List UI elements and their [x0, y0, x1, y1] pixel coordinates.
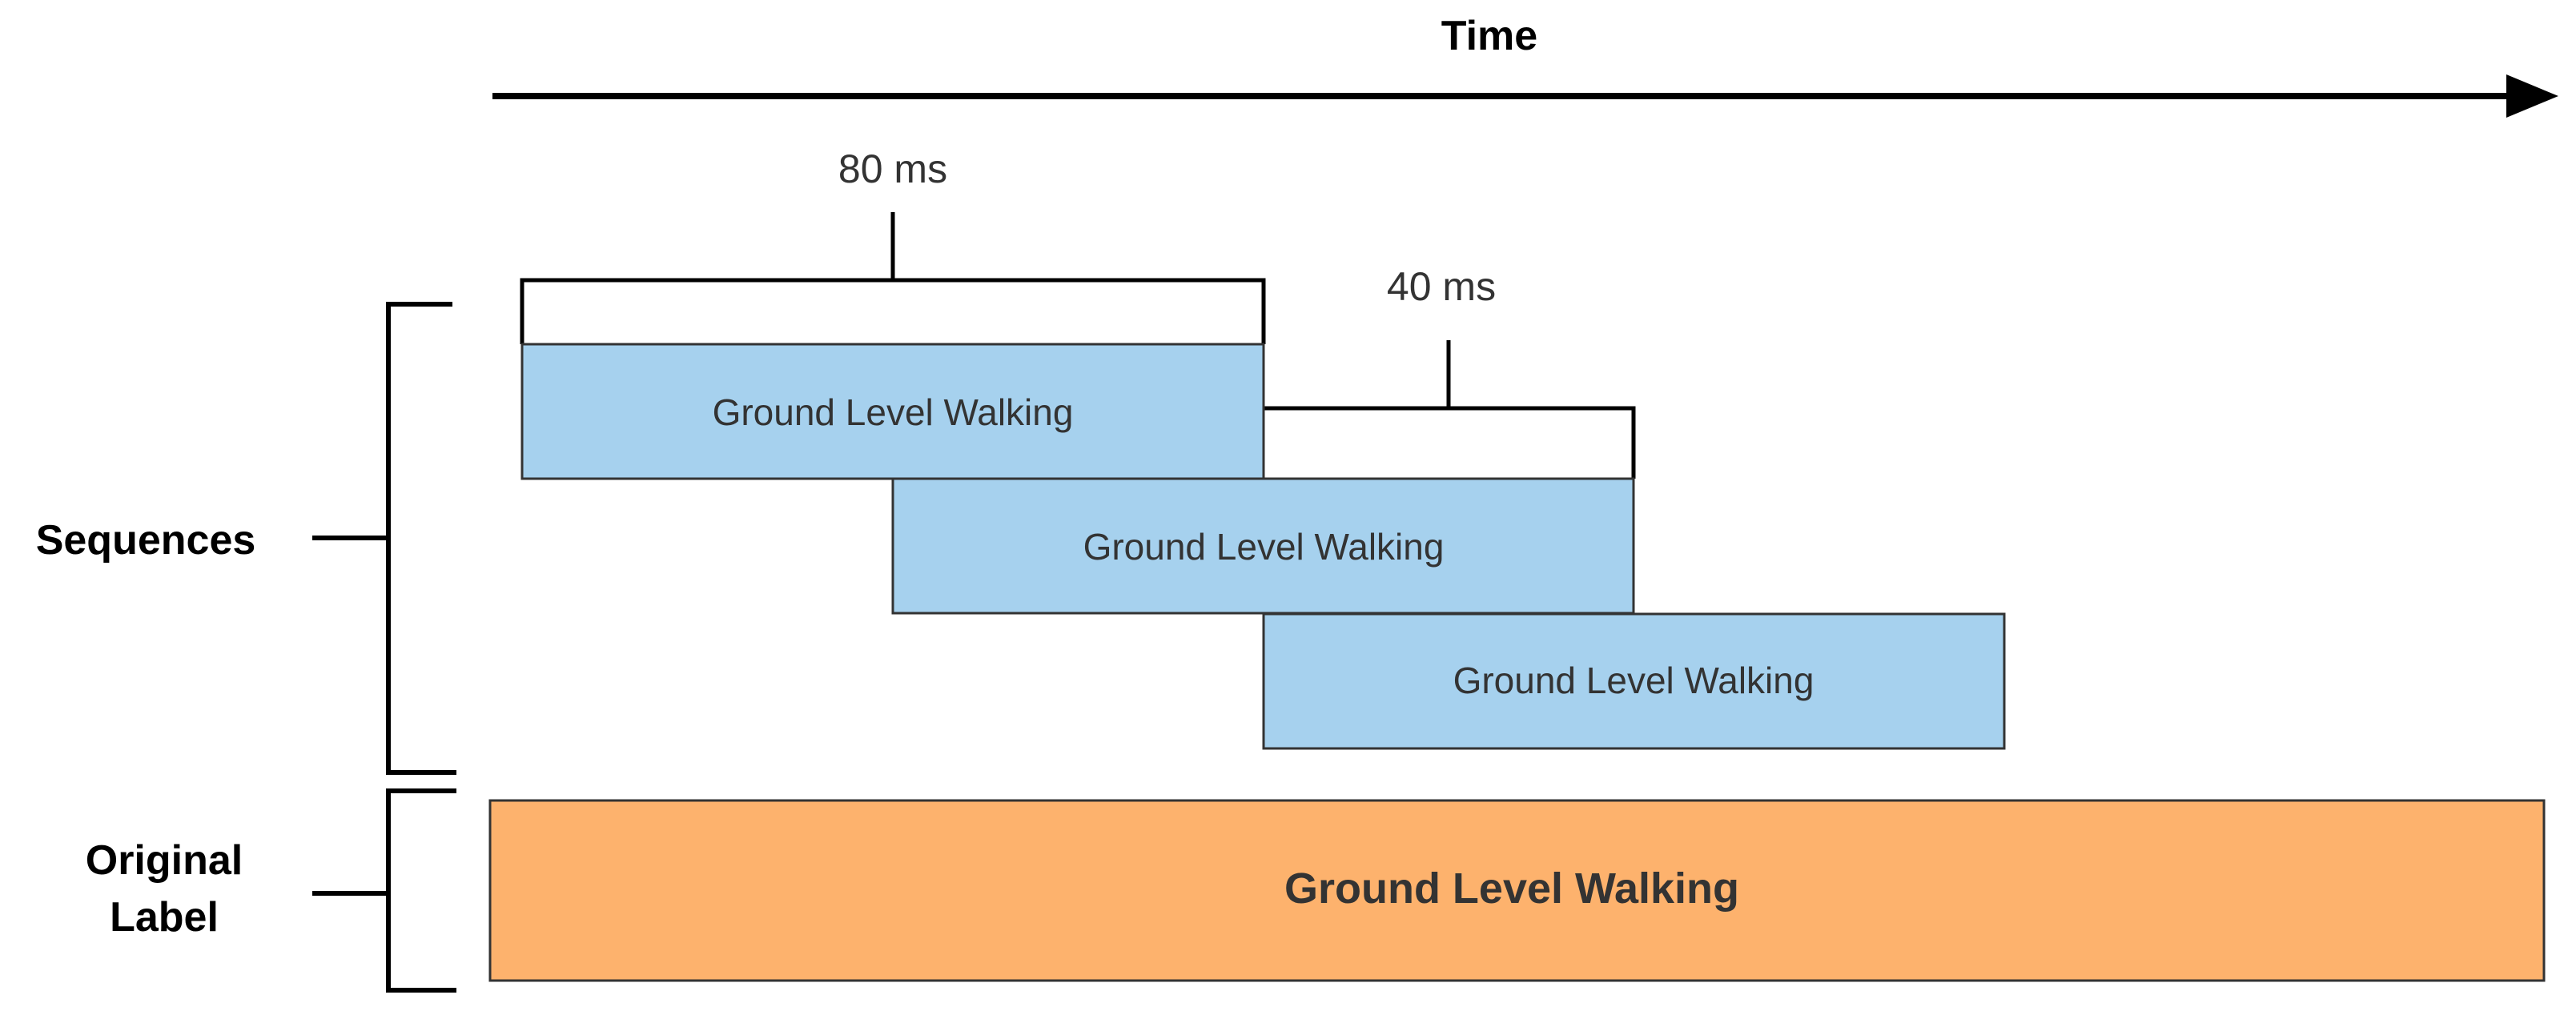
sequence-window-3: [1262, 612, 2006, 750]
sequence-window-2: [891, 477, 1635, 615]
window-size-bracket: [520, 212, 1266, 344]
sequence-window-3-label: Ground Level Walking: [1453, 660, 1814, 701]
sequences-label: Sequences: [36, 517, 256, 564]
original-label-segment-text: Ground Level Walking: [1284, 865, 1739, 913]
sequence-window-1-label: Ground Level Walking: [713, 391, 1074, 433]
step-size-bracket: [1264, 340, 1636, 479]
sequences-brace: [312, 302, 456, 775]
step-size-label: 40 ms: [1387, 264, 1496, 309]
time-axis-label: Time: [1441, 13, 1537, 59]
time-axis-arrowhead: [2506, 74, 2558, 118]
window-size-label: 80 ms: [838, 146, 947, 191]
sequence-window-2-label: Ground Level Walking: [1083, 526, 1445, 568]
original-label-segment: [488, 799, 2546, 982]
original-label-line2: Label: [110, 894, 219, 941]
original-label-line1: Original: [86, 837, 243, 884]
original-label-brace: [312, 788, 456, 993]
